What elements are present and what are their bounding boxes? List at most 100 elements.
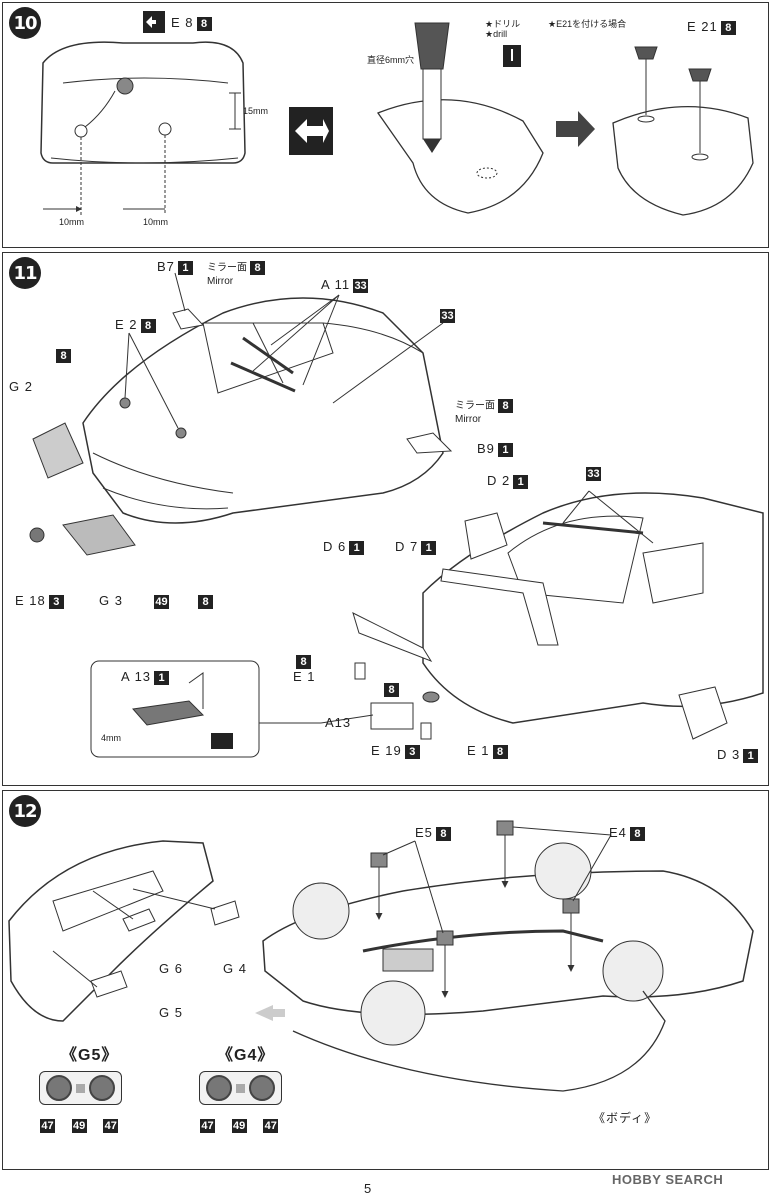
step-11-panel: 11 bbox=[2, 252, 769, 786]
part-label-text: A 11 bbox=[321, 277, 351, 292]
part-label-text: E 19 bbox=[371, 743, 402, 758]
body-label: 《ボディ》 bbox=[593, 1111, 658, 1125]
paint-code-box: 49 bbox=[231, 1118, 247, 1133]
dimension-15mm: 15mm bbox=[243, 106, 269, 116]
paint-code-box: 1 bbox=[513, 474, 529, 489]
part-label-text: G 3 bbox=[99, 593, 123, 608]
paint-code-box: 8 bbox=[140, 318, 156, 333]
step-10-panel: 10 bbox=[2, 2, 769, 248]
g4-lamp-heading: 《G4》 bbox=[217, 1047, 275, 1064]
part-label-g3: G 3 bbox=[99, 593, 123, 608]
part-label-text: D 2 bbox=[487, 473, 511, 488]
paint-code-box: 47 bbox=[263, 1118, 279, 1133]
paint-code-box: 3 bbox=[48, 594, 64, 609]
part-label-g5: G 5 bbox=[159, 1005, 183, 1020]
lamp-lens bbox=[46, 1075, 72, 1101]
mirror-label-jp: ミラー面 bbox=[207, 262, 247, 274]
part-label-text: G 2 bbox=[9, 379, 33, 394]
paint-33-label: 33 bbox=[437, 307, 455, 323]
paint-code-box: 47 bbox=[103, 1118, 119, 1133]
part-label-a13: A13 bbox=[325, 715, 351, 730]
paint-code-box: 8 bbox=[492, 744, 508, 759]
drill-label-jp: ★ドリル bbox=[485, 19, 521, 29]
paint-code-box: 1 bbox=[421, 540, 437, 555]
paint-8-g2: 8 bbox=[53, 347, 71, 363]
lamp-lens bbox=[206, 1075, 232, 1101]
part-label-text: E 21 bbox=[687, 19, 718, 34]
step-number-badge: 12 bbox=[9, 795, 41, 827]
part-label-text: E4 bbox=[609, 825, 627, 840]
dimension-4mm: 4mm bbox=[101, 733, 121, 743]
paint-code-box: 8 bbox=[56, 348, 71, 363]
paint-33b-label: 33 bbox=[583, 465, 601, 481]
step12-illustration bbox=[8, 820, 754, 1092]
g4-lamp-diagram bbox=[199, 1071, 282, 1105]
part-label-g2: G 2 bbox=[9, 379, 33, 394]
paint-code-box: 47 bbox=[200, 1118, 215, 1133]
dimension-10mm-right: 10mm bbox=[143, 217, 169, 227]
paint-code-box: 1 bbox=[349, 540, 365, 555]
paint-code-box: 1 bbox=[497, 442, 513, 457]
step-number-badge: 11 bbox=[9, 257, 41, 289]
paint-code-box: 33 bbox=[586, 466, 601, 481]
lamp-center bbox=[236, 1083, 245, 1093]
paint-49-label: 49 bbox=[151, 593, 169, 609]
part-label-text: E 2 bbox=[115, 317, 138, 332]
part-label-text: B9 bbox=[477, 441, 495, 456]
paint-8a-label: 8 bbox=[195, 593, 213, 609]
hole-diameter-label: 直径6mm穴 bbox=[367, 55, 414, 65]
e21-note: ★E21を付ける場合 bbox=[548, 19, 627, 29]
page-number: 5 bbox=[364, 1181, 372, 1196]
lamp-lens bbox=[249, 1075, 275, 1101]
e8-position-icon bbox=[143, 11, 165, 33]
paint-code-box: 8 bbox=[435, 826, 451, 841]
paint-code-box: 8 bbox=[250, 261, 265, 275]
g5-lamp-diagram bbox=[39, 1071, 122, 1105]
paint-code-box: 8 bbox=[198, 594, 213, 609]
part-label-text: D 3 bbox=[717, 747, 741, 762]
paint-code-box: 1 bbox=[743, 748, 759, 763]
step-12-panel: 12 bbox=[2, 790, 769, 1170]
paint-code-box: 49 bbox=[71, 1118, 87, 1133]
part-label-text: B7 bbox=[157, 259, 175, 274]
paint-8b-label: 8 bbox=[381, 681, 399, 697]
part-label-text: A 13 bbox=[121, 669, 152, 684]
g5-paint-codes: 47 49 47 bbox=[37, 1117, 119, 1133]
lamp-center bbox=[76, 1083, 85, 1093]
part-label-text: D 6 bbox=[323, 539, 347, 554]
step11-illustration bbox=[29, 272, 764, 758]
part-label-text: E 1 bbox=[293, 668, 316, 684]
paint-code-box: 8 bbox=[296, 654, 311, 669]
part-label-text: A13 bbox=[325, 715, 352, 730]
paint-code-box: 1 bbox=[177, 260, 193, 275]
step-number-badge: 10 bbox=[9, 7, 41, 39]
paint-code-box: 33 bbox=[353, 278, 369, 293]
paint-code-box: 3 bbox=[404, 744, 420, 759]
part-label-text: E 1 bbox=[467, 743, 490, 758]
part-label-g4: G 4 bbox=[223, 961, 247, 976]
paint-code-box: 8 bbox=[498, 399, 513, 413]
watermark: HOBBY SEARCH bbox=[612, 1172, 724, 1187]
paint-code-box: 33 bbox=[440, 308, 455, 323]
drill-label-en: ★drill bbox=[485, 29, 508, 39]
mirror-label-jp: ミラー面 bbox=[455, 400, 495, 412]
lamp-lens bbox=[89, 1075, 115, 1101]
step10-illustration bbox=[40, 22, 754, 216]
paint-code-box: 49 bbox=[154, 594, 169, 609]
paint-code-box: 8 bbox=[384, 682, 399, 697]
